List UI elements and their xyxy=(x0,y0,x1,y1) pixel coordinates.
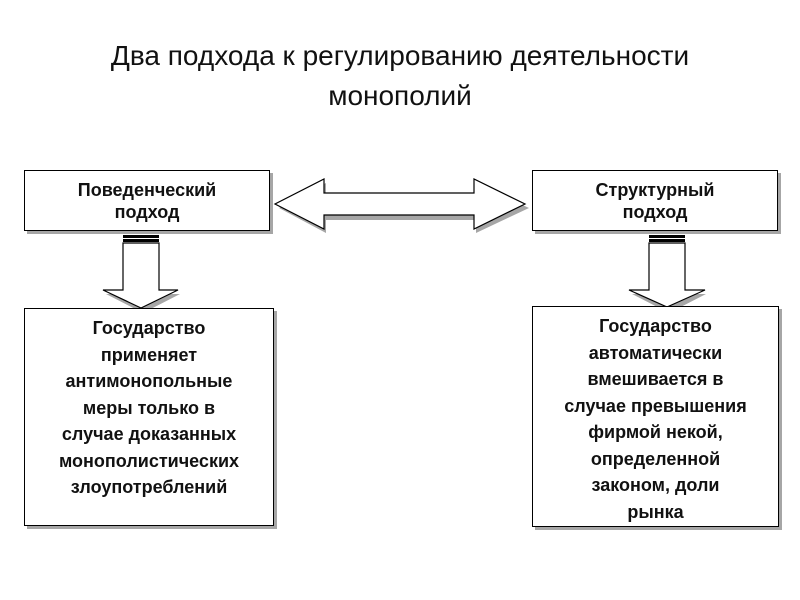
behavioral-description-line: монополистических xyxy=(58,450,240,471)
behavioral-approach-label-1: Поведенческий xyxy=(77,179,217,200)
left-down-arrow xyxy=(102,235,180,313)
structural-approach-label-1: Структурный xyxy=(595,179,715,200)
structural-description-line: законом, доли xyxy=(591,475,720,495)
structural-approach-label-2: подход xyxy=(622,201,688,222)
structural-description-line: автоматически xyxy=(588,342,723,363)
diagram-title: Два подхода к регулированию деятельности… xyxy=(40,36,760,116)
structural-description-box: Государство автоматически вмешивается в … xyxy=(532,306,779,527)
right-down-arrow xyxy=(628,235,706,313)
structural-description-line: Государство xyxy=(599,316,712,336)
structural-description-line: определенной xyxy=(590,448,721,469)
behavioral-description-line: злоупотреблений xyxy=(70,477,228,497)
title-line-2: монополий xyxy=(328,80,472,111)
structural-description-line: рынка xyxy=(627,501,684,522)
behavioral-approach-label-2: подход xyxy=(114,201,180,222)
behavioral-description-line: случае доказанных xyxy=(61,424,237,444)
double-arrow xyxy=(273,178,527,230)
behavioral-description-line: антимонопольные xyxy=(65,371,233,391)
behavioral-description-line: Государство xyxy=(92,318,206,338)
behavioral-description-line: меры только в xyxy=(82,397,216,418)
structural-description-line: случае превышения xyxy=(564,395,747,416)
structural-description-line: вмешивается в xyxy=(587,369,724,389)
behavioral-approach-box: Поведенческий подход xyxy=(24,170,270,231)
behavioral-description-line: применяет xyxy=(100,344,198,365)
structural-approach-box: Структурный подход xyxy=(532,170,778,231)
structural-description-line: фирмой некой, xyxy=(588,422,723,442)
title-line-1: Два подхода к регулированию деятельности xyxy=(110,40,690,71)
behavioral-description-box: Государство применяет антимонопольные ме… xyxy=(24,308,274,526)
